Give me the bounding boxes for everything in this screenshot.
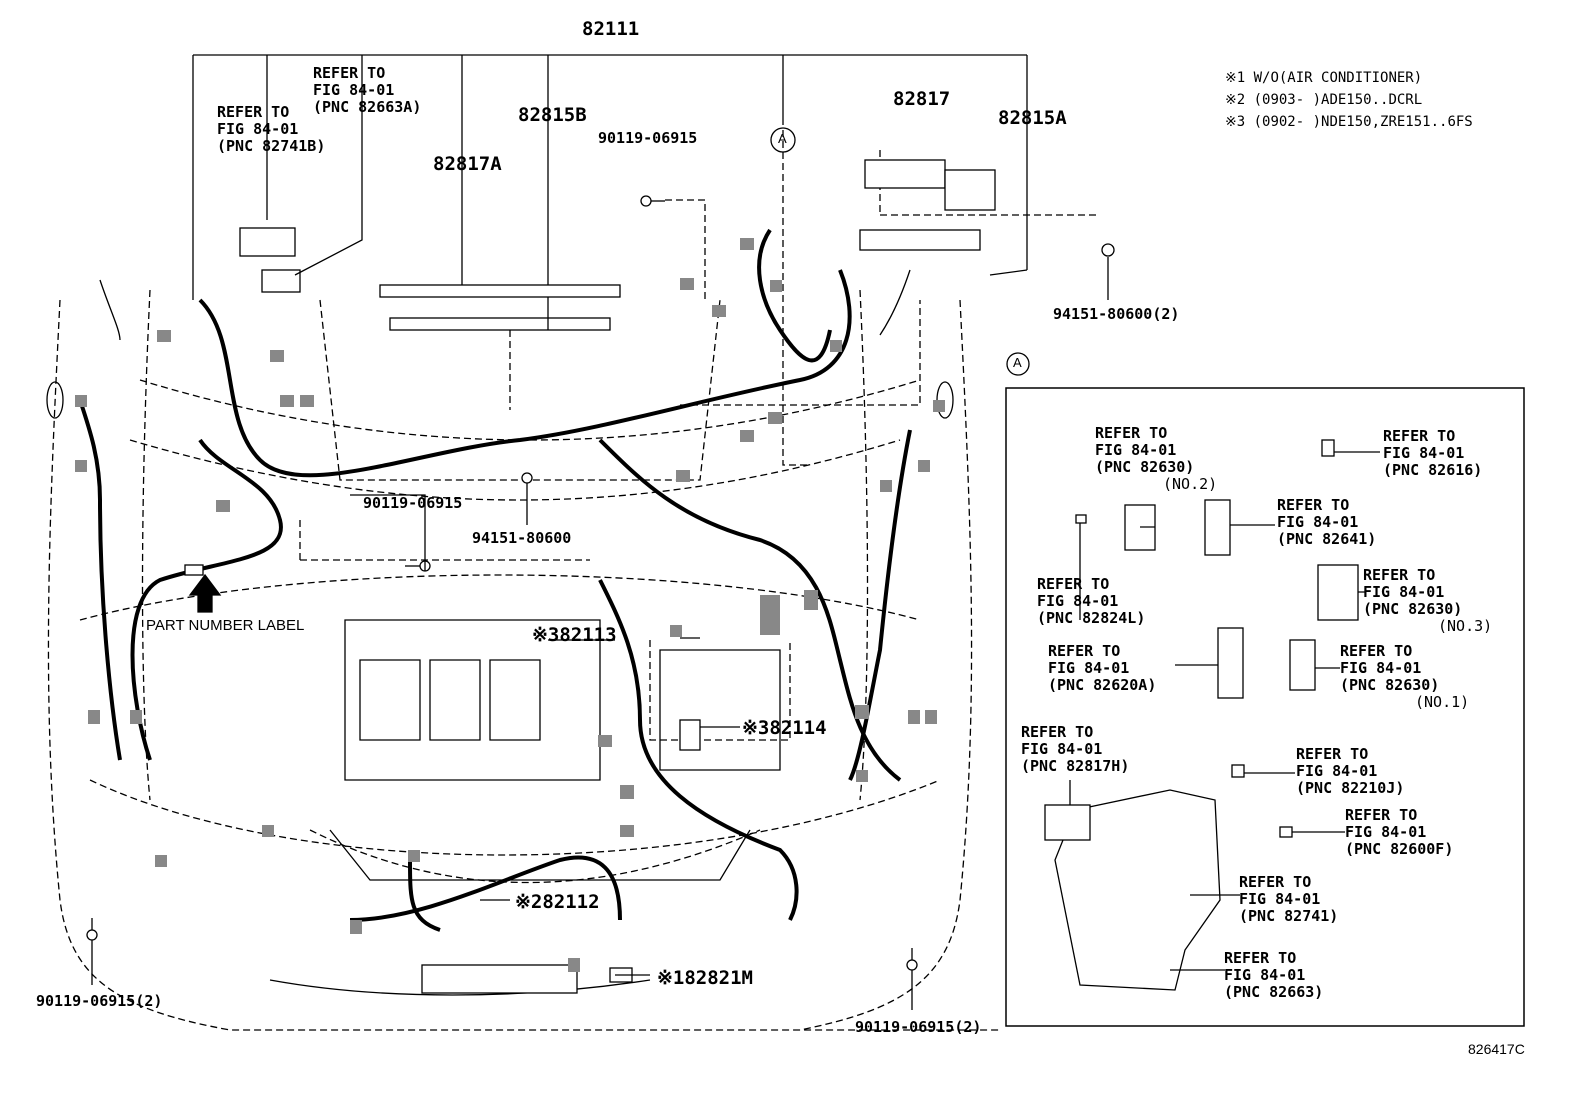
part-82817-label: 82817: [893, 88, 951, 110]
refer-to-82741: REFER TO FIG 84-01 (PNC 82741): [1239, 873, 1339, 925]
part-82815b-label: 82815B: [518, 104, 587, 126]
note-2: ※2 (0903- )ADE150..DCRL: [1225, 92, 1423, 108]
part-number-label-text: PART NUMBER LABEL: [146, 617, 305, 634]
refer-to-82620a: REFER TO FIG 84-01 (PNC 82620A): [1048, 642, 1157, 694]
refer-to-82741b: REFER TO FIG 84-01 (PNC 82741B): [217, 103, 326, 155]
refer-to-82616: REFER TO FIG 84-01 (PNC 82616): [1383, 427, 1483, 479]
clip-94151-80600-mid-label: 94151-80600: [472, 529, 572, 547]
refer-to-82630-no2: REFER TO FIG 84-01 (PNC 82630) (NO.2): [1095, 424, 1218, 493]
note-1: ※1 W/O(AIR CONDITIONER): [1225, 70, 1423, 86]
part-82111-label: 82111: [582, 18, 640, 40]
part-82114-label: ※382114: [742, 717, 827, 739]
refer-to-82210j: REFER TO FIG 84-01 (PNC 82210J): [1296, 745, 1405, 797]
refer-to-82817h: REFER TO FIG 84-01 (PNC 82817H): [1021, 723, 1130, 775]
clip-94151-80600-right-label: 94151-80600(2): [1053, 305, 1180, 323]
note-3: ※3 (0902- )NDE150,ZRE151..6FS: [1225, 114, 1473, 130]
refer-to-82824l: REFER TO FIG 84-01 (PNC 82824L): [1037, 575, 1146, 627]
part-82113-label: ※382113: [532, 624, 617, 646]
part-82817a-label: 82817A: [433, 153, 502, 175]
part-82112-label: ※282112: [515, 891, 600, 913]
callout-a-box: A: [1013, 355, 1022, 370]
bolt-90119-06915-mid-label: 90119-06915: [363, 494, 463, 512]
refer-to-82663a: REFER TO FIG 84-01 (PNC 82663A): [313, 64, 422, 116]
refer-to-82600f: REFER TO FIG 84-01 (PNC 82600F): [1345, 806, 1454, 858]
bolt-90119-06915-top-label: 90119-06915: [598, 129, 698, 147]
bolt-90119-06915-right-label: 90119-06915(2): [855, 1018, 982, 1036]
refer-to-82630-no3: REFER TO FIG 84-01 (PNC 82630) (NO.3): [1363, 566, 1493, 635]
refer-to-82630-no1: REFER TO FIG 84-01 (PNC 82630) (NO.1): [1340, 642, 1470, 711]
part-82821m-label: ※182821M: [657, 967, 753, 989]
callout-a-top: A: [778, 131, 787, 146]
figure-id: 826417C: [1468, 1041, 1525, 1057]
refer-to-82641: REFER TO FIG 84-01 (PNC 82641): [1277, 496, 1377, 548]
bolt-90119-06915-left-label: 90119-06915(2): [36, 992, 163, 1010]
refer-to-82663: REFER TO FIG 84-01 (PNC 82663): [1224, 949, 1324, 1001]
part-82815a-label: 82815A: [998, 107, 1067, 129]
